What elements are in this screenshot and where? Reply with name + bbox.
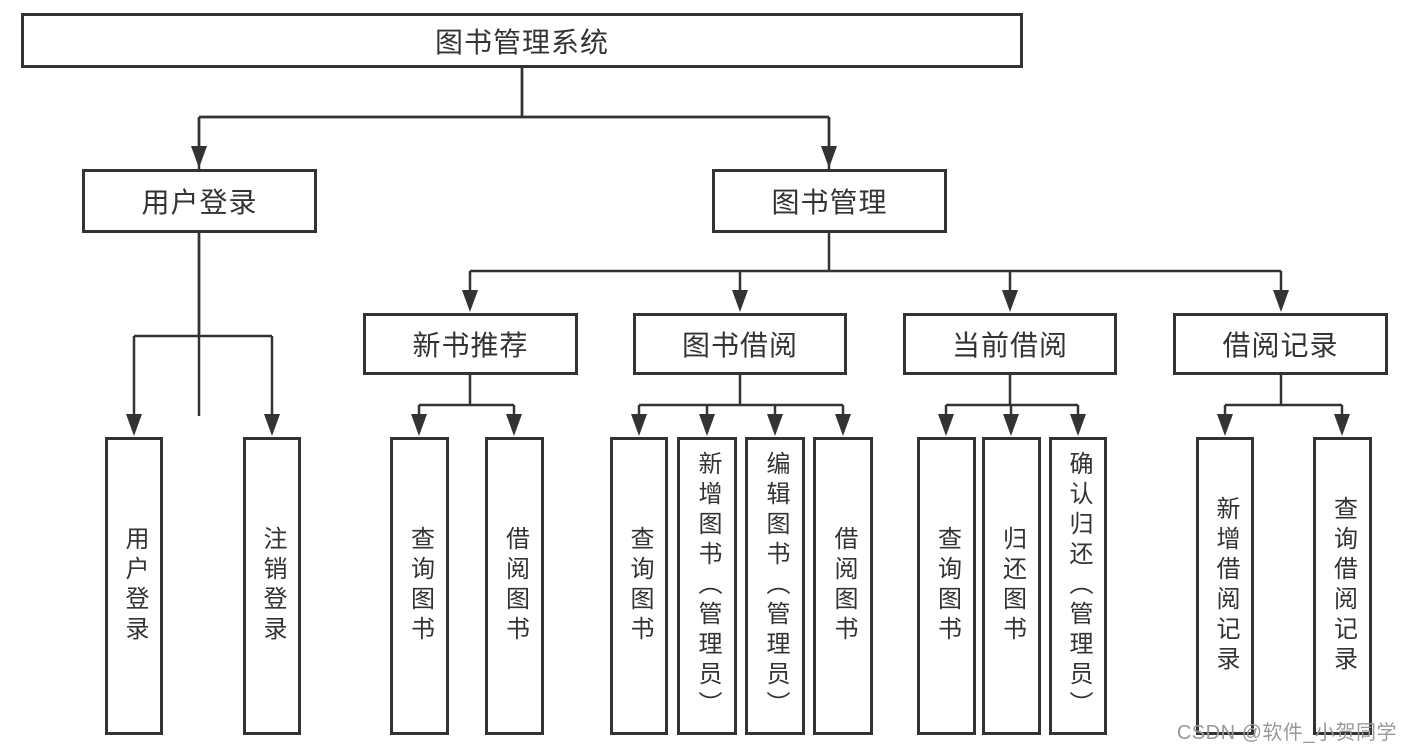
node-book-management: 图书管理 xyxy=(712,169,947,233)
node-label: 查询图书 xyxy=(626,526,653,646)
arrowhead-icon xyxy=(462,290,478,312)
node-borrow-records: 借阅记录 xyxy=(1173,313,1388,375)
arrowhead-icon xyxy=(506,414,522,436)
node-label: 查询图书 xyxy=(406,526,434,646)
node-label: 新增借阅记录 xyxy=(1212,496,1239,676)
node-library-management-system: 图书管理系统 xyxy=(21,13,1023,68)
leaf-borrow-edit-books-admin: 编辑图书（管理员） xyxy=(745,437,805,735)
node-label: 借阅图书 xyxy=(830,526,857,646)
arrowhead-icon xyxy=(699,414,715,436)
node-label: 编辑图书（管理员） xyxy=(762,451,789,721)
leaf-current-query-books: 查询图书 xyxy=(917,437,976,735)
node-label: 用户登录 xyxy=(121,526,148,646)
leaf-record-query-borrow-record: 查询借阅记录 xyxy=(1313,437,1372,735)
arrowhead-icon xyxy=(1003,414,1019,436)
arrowhead-icon xyxy=(126,414,142,436)
arrowhead-icon xyxy=(1070,414,1086,436)
leaf-borrow-query-books: 查询图书 xyxy=(610,437,668,735)
arrowhead-icon xyxy=(732,290,748,312)
node-label: 新书推荐 xyxy=(412,330,529,361)
node-current-borrowing: 当前借阅 xyxy=(903,313,1117,375)
csdn-watermark: CSDN @软件_小贺同学 xyxy=(1176,722,1397,744)
leaf-user-login: 用户登录 xyxy=(105,437,163,735)
node-label: 图书管理 xyxy=(771,187,888,218)
arrowhead-icon xyxy=(631,414,647,436)
connector-level2-rail xyxy=(197,115,831,150)
connector-record-children xyxy=(1223,375,1344,418)
node-label: 新增图书（管理员） xyxy=(694,451,721,721)
arrowhead-icon xyxy=(1334,414,1350,436)
node-new-book-recommend: 新书推荐 xyxy=(363,313,578,375)
leaf-record-add-borrow-record: 新增借阅记录 xyxy=(1196,437,1254,735)
arrowhead-icon xyxy=(767,414,783,436)
node-label: 确认归还（管理员） xyxy=(1065,451,1092,721)
connector-borrow-children xyxy=(637,375,845,418)
leaf-recommend-query-books: 查询图书 xyxy=(390,437,449,735)
arrowhead-icon xyxy=(191,146,207,168)
node-book-borrowing: 图书借阅 xyxy=(633,313,847,375)
connector-current-children xyxy=(944,375,1080,418)
connector-bookmgmt-rail xyxy=(468,233,1283,294)
arrowhead-icon xyxy=(1217,414,1233,436)
node-label: 归还图书 xyxy=(998,526,1026,646)
node-label: 图书借阅 xyxy=(681,330,798,361)
arrowhead-icon xyxy=(1273,290,1289,312)
arrowhead-icon xyxy=(938,414,954,436)
node-label: 用户登录 xyxy=(141,187,258,218)
leaf-borrow-add-books-admin: 新增图书（管理员） xyxy=(677,437,737,735)
leaf-logout: 注销登录 xyxy=(243,437,301,735)
connector-recommend-children xyxy=(417,375,516,418)
node-label: 查询借阅记录 xyxy=(1329,496,1357,676)
arrowhead-icon xyxy=(264,414,280,436)
leaf-borrow-borrow-books: 借阅图书 xyxy=(813,437,873,735)
node-label: 查询图书 xyxy=(933,526,961,646)
leaf-recommend-borrow-books: 借阅图书 xyxy=(485,437,544,735)
connector-login-children xyxy=(132,233,274,418)
arrowhead-icon xyxy=(1002,290,1018,312)
node-label: 借阅记录 xyxy=(1222,330,1339,361)
arrowhead-icon xyxy=(821,146,837,168)
node-label: 注销登录 xyxy=(259,526,286,646)
node-label: 图书管理系统 xyxy=(434,26,609,58)
node-label: 借阅图书 xyxy=(501,526,529,646)
node-label: 当前借阅 xyxy=(951,330,1068,361)
leaf-current-confirm-return-admin: 确认归还（管理员） xyxy=(1049,437,1107,735)
arrowhead-icon xyxy=(411,414,427,436)
arrowhead-icon xyxy=(835,414,851,436)
leaf-current-return-books: 归还图书 xyxy=(982,437,1041,735)
node-user-login: 用户登录 xyxy=(82,169,317,233)
